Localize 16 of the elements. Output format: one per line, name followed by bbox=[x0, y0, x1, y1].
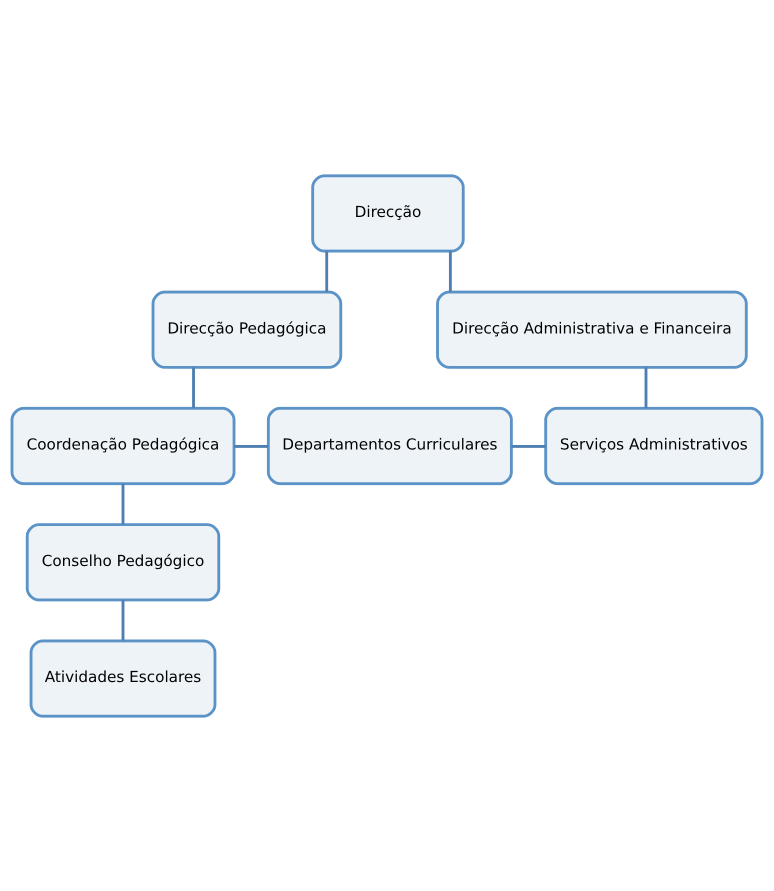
node-box: Direcção bbox=[311, 174, 465, 252]
node-box: Conselho Pedagógico bbox=[26, 522, 220, 601]
node-box: Direcção Administrativa e Financeira bbox=[436, 290, 748, 368]
node-box: Departamentos Curriculares bbox=[266, 406, 513, 485]
node-box: Coordenação Pedagógica bbox=[10, 406, 236, 485]
connector bbox=[122, 483, 124, 524]
node-box: Atividades Escolares bbox=[30, 638, 216, 718]
node-box: Direcção Pedagógica bbox=[152, 290, 342, 368]
connector bbox=[644, 366, 648, 408]
connector bbox=[122, 600, 124, 640]
connector bbox=[325, 250, 328, 292]
connector bbox=[511, 444, 546, 448]
connector bbox=[448, 250, 452, 292]
connector bbox=[192, 366, 195, 408]
connector bbox=[234, 444, 268, 448]
node-box: Serviços Administrativos bbox=[544, 406, 764, 485]
